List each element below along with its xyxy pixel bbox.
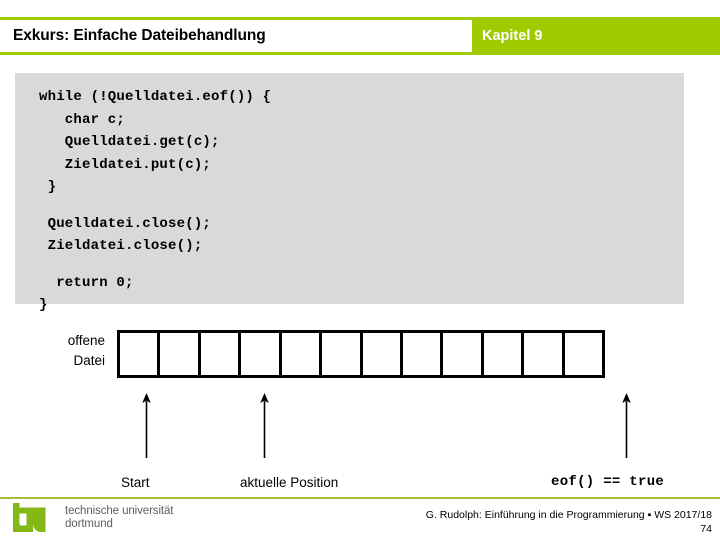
code-spacer [39,258,684,272]
logo-text-line2: dortmund [65,518,113,530]
code-line: return 0; [39,274,134,291]
code-line: Quelldatei.close(); [39,215,212,232]
marker-label-eof: eof() == true [551,474,665,490]
tu-dortmund-logo: technische universität dortmund [12,503,173,533]
file-cell [120,333,161,375]
file-cell [282,333,323,375]
code-line: } [39,297,48,313]
logo-text-line1: technische universität [65,504,174,517]
code-spacer [39,199,684,213]
file-cell [524,333,565,375]
file-cell [241,333,282,375]
code-line: Zieldatei.close(); [39,238,203,254]
file-cells [117,330,605,378]
page-title: Exkurs: Einfache Dateibehandlung [13,27,266,44]
file-cell [322,333,363,375]
file-cell [565,333,602,375]
arrow-up-icon-current-position [258,393,271,458]
file-cell [484,333,525,375]
file-label: offene Datei [25,331,105,371]
file-diagram: offene Datei Start [0,325,720,490]
code-line: while (!Quelldatei.eof()) { [39,89,272,105]
chapter-label: Kapitel 9 [482,28,543,44]
tu-logo-icon [13,503,46,533]
arrow-up-icon-start [140,393,153,458]
file-cell [403,333,444,375]
code-line: Quelldatei.get(c); [39,134,220,150]
slide-header: Exkurs: Einfache Dateibehandlung Kapitel… [0,17,720,55]
code-line: char c; [39,111,126,128]
code-line: } [39,179,57,195]
arrow-up-icon-eof [620,393,633,458]
file-cell [363,333,403,375]
file-label-line1: offene [67,333,105,348]
footer-page-number: 74 [700,523,712,535]
marker-label-start: Start [121,475,150,490]
logo-text: technische universität dortmund [65,505,173,532]
code-line: Zieldatei.put(c); [39,156,212,173]
footer-credit: G. Rudolph: Einführung in die Programmie… [425,509,712,521]
file-cell [201,333,242,375]
code-block: while (!Quelldatei.eof()) { char c; Quel… [15,73,684,313]
file-cell [160,333,201,375]
header-title-box: Exkurs: Einfache Dateibehandlung [0,20,472,52]
file-label-line2: Datei [73,353,105,368]
file-cell [443,333,484,375]
marker-label-current-position: aktuelle Position [240,475,339,490]
footer-divider [0,497,720,499]
